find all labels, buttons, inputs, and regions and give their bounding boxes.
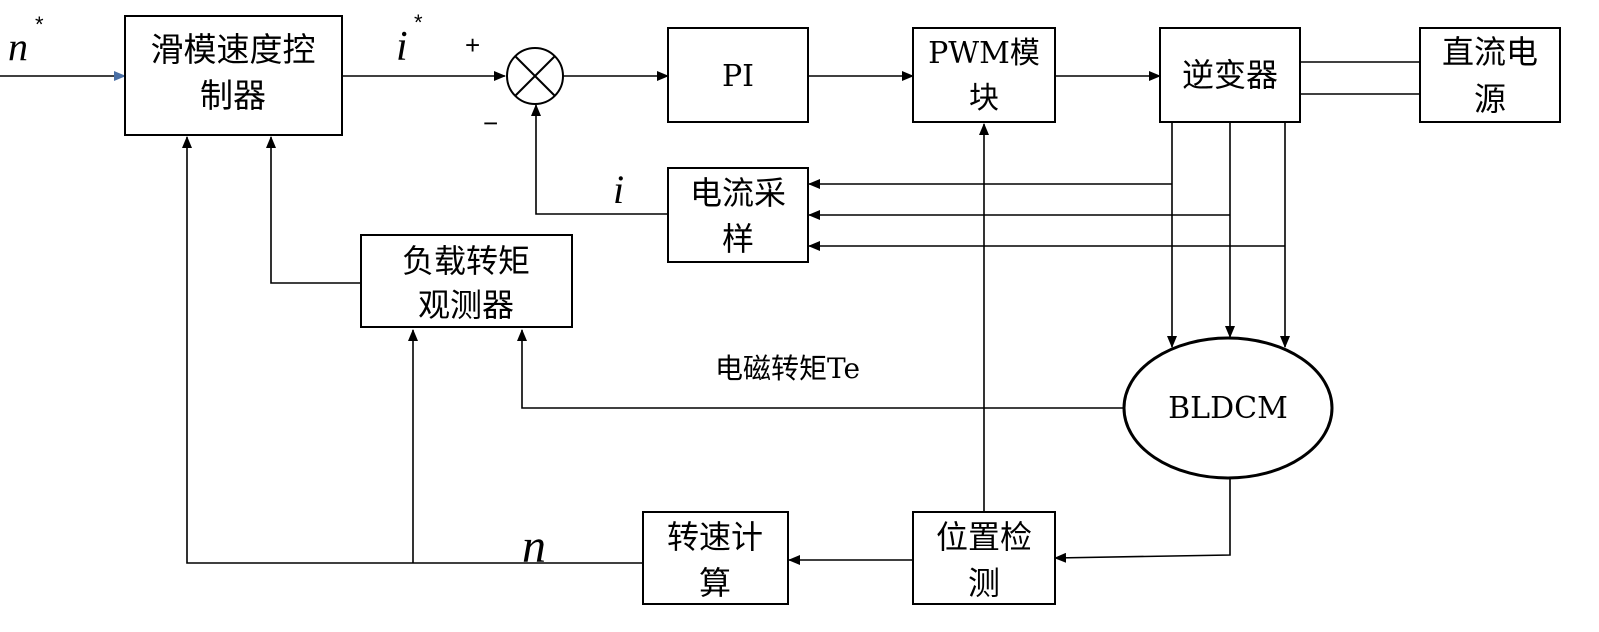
speed-calculation-block: 转速计 算 [642,511,789,605]
n-feedback-label: n [522,520,546,573]
wire-observer-out [266,136,361,284]
spd-label-1: 转速计 [667,518,763,556]
inverter-block: 逆变器 [1159,27,1301,123]
n-ref-label: n [8,24,28,69]
inverter-label: 逆变器 [1182,56,1278,94]
spd-label-2: 算 [699,564,731,602]
pwm-label-2: 块 [969,81,999,116]
pwm-block: PWM模 块 [912,27,1056,123]
position-detection-block: 位置检 测 [912,511,1056,605]
i-ref-label: i [396,24,408,70]
motor-label: BLDCM [1168,391,1288,426]
bldcm-motor: BLDCM [1122,336,1334,480]
smc-label-2: 制器 [200,76,266,115]
current-sampling-block: 电流采 样 [667,167,809,263]
wire-i-feedback [531,104,668,215]
obs-label-2: 观测器 [418,286,514,324]
smc-label-1: 滑模速度控 [151,30,316,69]
smc-controller-block: 滑模速度控 制器 [124,15,343,136]
wire-motor-pos [1054,478,1231,563]
pos-label-2: 测 [968,564,1000,602]
dc-source-block: 直流电 源 [1419,27,1561,123]
dc-label-1: 直流电 [1442,33,1538,71]
i-feedback-label: i [613,167,624,212]
cs-label-1: 电流采 [690,174,786,212]
wires [0,61,1420,565]
load-torque-observer-block: 负载转矩 观测器 [360,234,573,328]
wire-n-feedback [182,136,643,564]
pos-label-1: 位置检 [936,518,1032,556]
obs-label-1: 负载转矩 [402,242,530,280]
te-label: 电磁转矩Te [715,352,860,385]
pwm-label-1: PWM模 [928,36,1040,71]
plus-sign: + [465,30,480,60]
minus-sign: − [483,108,498,138]
cs-label-2: 样 [722,220,754,258]
pi-block: PI [667,27,809,123]
dc-label-2: 源 [1474,80,1506,118]
i-ref-sup: * [414,10,423,35]
pi-label: PI [722,59,754,94]
n-ref-sup: * [35,12,44,37]
summing-junction [506,47,564,105]
wire-te [517,329,1125,409]
